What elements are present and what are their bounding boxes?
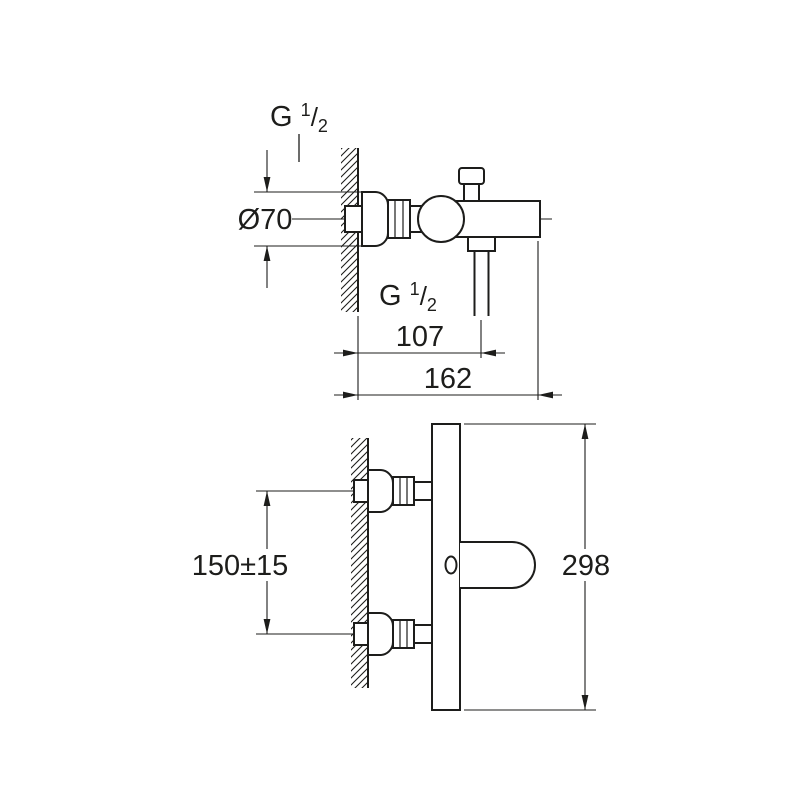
escutcheon-flange [367, 612, 394, 656]
dimension-107: 107 [334, 316, 505, 400]
wall-hatching [351, 438, 368, 688]
top-view: Ø70 G 1/2 G 1/2 107 162 [238, 100, 562, 400]
valve-body-circle [417, 195, 465, 243]
union-nut [392, 619, 415, 649]
shower-outlet-nipple [467, 236, 496, 252]
dimension-162: 162 [334, 241, 562, 400]
escutcheon-flange [361, 191, 389, 247]
dim-107-label: 107 [396, 321, 444, 353]
escutcheon-flange [367, 469, 394, 513]
wall-union-tailpiece [344, 205, 363, 233]
spout-outline [460, 541, 536, 589]
thread-denominator: 2 [318, 116, 328, 136]
faucet-side-view [344, 167, 541, 316]
bottom-view: 150±15 298 [192, 423, 616, 711]
thread-denominator: 2 [427, 295, 437, 315]
union-nut [392, 476, 415, 506]
diameter-label: Ø70 [238, 204, 293, 236]
diverter-knob-cap [458, 167, 485, 185]
union-nut [387, 199, 411, 239]
spout-outlet-detail [444, 555, 458, 575]
union-pipe [413, 624, 433, 644]
thread-numerator: 1 [410, 279, 420, 299]
thread-prefix: G [270, 101, 293, 133]
thread-numerator: 1 [301, 100, 311, 120]
thread-size-label-top: G 1/2 [270, 100, 328, 136]
dimension-diameter-70: Ø70 [238, 150, 362, 288]
upper-inlet-union [353, 469, 433, 513]
dim-298-label: 298 [562, 550, 610, 582]
thread-prefix: G [379, 280, 402, 312]
label-background [238, 203, 292, 233]
dim-150-label: 150±15 [192, 550, 289, 582]
label-background [193, 550, 289, 580]
dimension-150: 150±15 [192, 491, 289, 634]
dim-162-label: 162 [424, 363, 472, 395]
wall-section-bottom-view [351, 438, 369, 688]
thread-size-label-outlet: G 1/2 [379, 279, 437, 315]
dimension-298: 298 [464, 423, 616, 711]
lower-inlet-union [353, 612, 433, 656]
thread-slash: / [420, 281, 428, 311]
diverter-knob-stem [463, 183, 480, 202]
label-background [556, 550, 616, 580]
union-pipe [413, 481, 433, 501]
thread-slash: / [311, 102, 319, 132]
